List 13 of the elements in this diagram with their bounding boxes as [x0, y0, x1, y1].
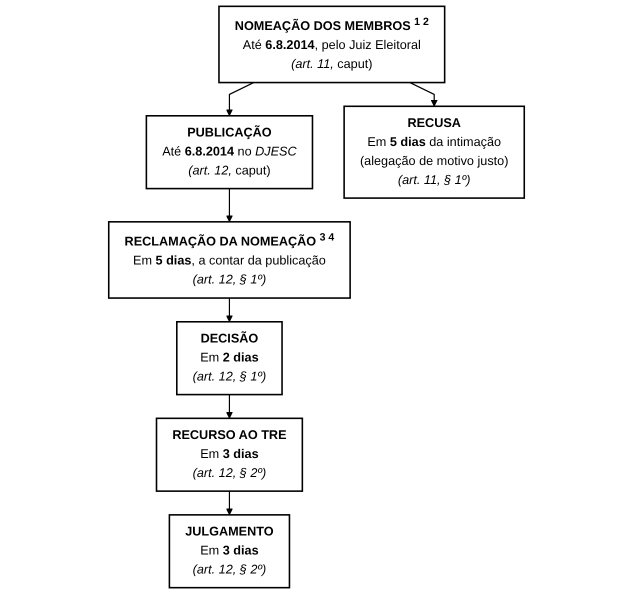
- arrow: [226, 491, 233, 516]
- node-box: RECURSO AO TRE Em 3 dias (art. 12, § 2º): [156, 418, 304, 492]
- node-box: RECLAMAÇÃO DA NOMEAÇÃO $^{3 4}$ Em 5 dias, a contar da publicação (art. 12, § 1º): [108, 221, 351, 299]
- node-box: DECISÃO Em 2 dias (art. 12, § 1º): [176, 321, 283, 396]
- arrow: [410, 82, 438, 107]
- node-box: NOMEAÇÃO DOS MEMBROS $^{1 2}$ Até 6.8.2014, pelo Juiz Eleitoral (art. 11, caput): [218, 6, 446, 84]
- node-box: PUBLICAÇÃO Até 6.8.2014 no DJESC (art. 12, caput): [146, 115, 314, 190]
- node-box: JULGAMENTO Em 3 dias (art. 12, § 2º): [168, 514, 290, 588]
- arrow: [226, 394, 233, 419]
- arrow: [226, 298, 233, 322]
- node-box: RECUSA Em 5 dias da intimação (alegação de motivo justo) (art. 11, § 1º): [343, 106, 526, 199]
- arrow: [226, 188, 233, 222]
- arrow: [226, 82, 254, 116]
